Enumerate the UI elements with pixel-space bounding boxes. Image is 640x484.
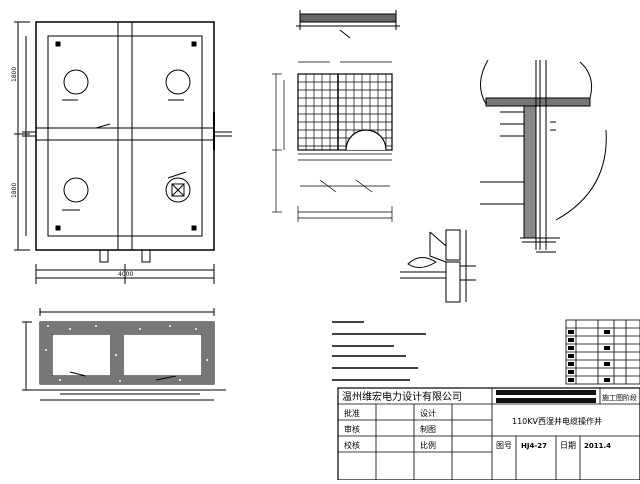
plan-dimension-text: 1800 1800 4000	[11, 67, 133, 278]
label-scale: 比例	[420, 440, 436, 450]
label-drawing-no: 图号	[496, 441, 512, 450]
title-block	[337, 387, 640, 481]
grating-frame	[297, 73, 393, 151]
dim-left-bottom: 1800	[11, 183, 18, 198]
label-draw: 制图	[420, 424, 436, 434]
hook-detail	[400, 229, 476, 303]
manhole-circle	[165, 177, 191, 203]
label-approve: 批准	[344, 408, 360, 418]
plan-outer-wall	[35, 21, 215, 251]
wall-column	[523, 105, 537, 239]
roof-slab	[485, 97, 591, 107]
plan-inner-wall	[47, 35, 203, 237]
drawing-no-value: HJ4-27	[521, 442, 547, 450]
company-name: 温州维宏电力设计有限公司	[342, 390, 462, 403]
dim-bottom: 4000	[118, 271, 133, 278]
wall-section	[480, 59, 607, 253]
section-view	[22, 308, 226, 401]
date-value: 2011.4	[584, 442, 611, 450]
manhole-circle	[63, 177, 89, 203]
plan-view	[14, 21, 232, 284]
manhole-circle	[63, 69, 89, 95]
label-design: 设计	[420, 408, 436, 418]
title-block-text: 温州维宏电力设计有限公司 施工图阶段 110KV西湿井电缆操作井 批准 审核 校…	[342, 390, 637, 450]
manhole-circle	[165, 69, 191, 95]
label-review: 审核	[344, 424, 360, 434]
notes-block	[332, 321, 426, 381]
ladder-box	[171, 183, 185, 197]
stage-label: 施工图阶段	[602, 393, 637, 402]
grating-detail	[272, 61, 393, 222]
label-check: 校核	[344, 440, 360, 450]
cover-detail-strip	[296, 10, 400, 39]
section-chamber	[51, 333, 203, 377]
project-title: 110KV西湿井电缆操作井	[512, 416, 602, 426]
label-date: 日期	[560, 441, 576, 450]
dim-left-top: 1800	[11, 67, 18, 82]
rebar-table	[565, 319, 640, 385]
